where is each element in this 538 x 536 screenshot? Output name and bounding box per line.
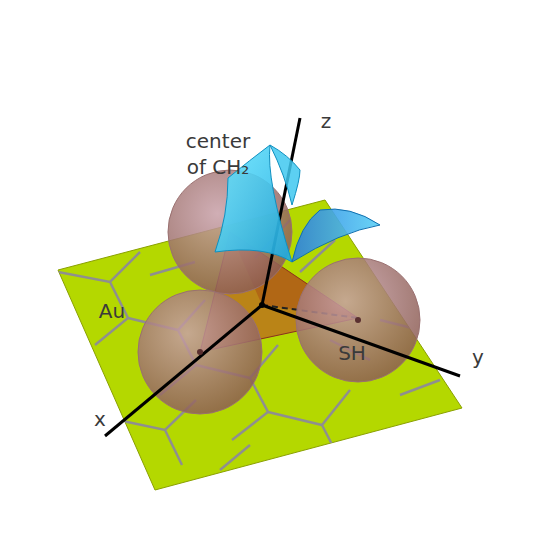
material-label: Au: [92, 298, 132, 324]
sh-center: [197, 349, 203, 355]
ch2-surface: [270, 145, 300, 205]
group-label: SH: [330, 340, 374, 366]
x-axis: [105, 305, 262, 436]
origin: [259, 302, 265, 308]
callout-label: center of CH₂: [178, 128, 258, 180]
axis-label: z: [314, 108, 338, 134]
ch2-surface: [292, 209, 380, 262]
sh-sphere: [296, 258, 420, 382]
axis-label: x: [88, 406, 112, 432]
sh-sphere: [138, 290, 262, 414]
sh-center: [355, 317, 361, 323]
axis-label: y: [466, 344, 490, 370]
y-axis: [262, 305, 460, 376]
